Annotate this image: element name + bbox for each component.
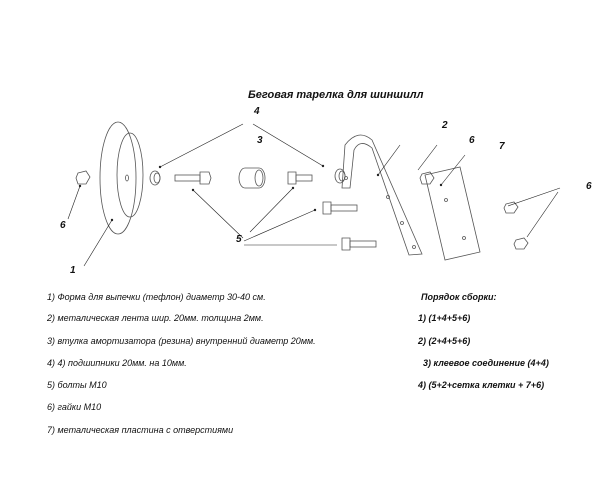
label-6-middle: 6	[469, 135, 475, 146]
diagram-title: Беговая тарелка для шиншилл	[248, 89, 424, 101]
bearing-2	[334, 168, 346, 184]
nut-left	[75, 170, 91, 185]
assembly-step: 2) (2+4+5+6)	[418, 336, 471, 346]
rubber-bushing	[238, 167, 266, 189]
label-4: 4	[254, 106, 260, 117]
nut-right-2	[513, 237, 529, 250]
part-item: 5) болты М10	[47, 380, 107, 390]
part-item: 6) гайки М10	[47, 402, 102, 412]
bolt-1	[174, 171, 212, 185]
part-item: 7) металическая пластина с отверстиями	[47, 425, 234, 435]
bolt-2	[287, 171, 313, 185]
label-2: 2	[442, 120, 448, 131]
metal-plate	[424, 166, 481, 261]
label-3: 3	[257, 135, 263, 146]
assembly-step: 4) (5+2+сетка клетки + 7+6)	[418, 380, 545, 390]
metal-strap	[341, 134, 423, 256]
part-item: 1) Форма для выпечки (тефлон) диаметр 30…	[47, 292, 266, 302]
label-5: 5	[236, 234, 242, 245]
nut-middle	[419, 171, 435, 185]
assembly-heading: Порядок сборки:	[421, 292, 497, 302]
nut-right-1	[503, 201, 519, 214]
part-item: 4) 4) подшипники 20мм. на 10мм.	[47, 358, 187, 368]
assembly-step: 1) (1+4+5+6)	[418, 313, 471, 323]
bearing-1	[149, 170, 161, 186]
leader-lines	[67, 123, 561, 267]
label-6-left: 6	[60, 220, 66, 231]
label-7: 7	[499, 141, 505, 152]
part-item: 3) втулка амортизатора (резина) внутренн…	[47, 336, 316, 346]
assembly-step: 3) клеевое соединение (4+4)	[423, 358, 549, 368]
bolt-4	[341, 237, 377, 251]
part-item: 2) металическая лента шир. 20мм. толщина…	[47, 313, 264, 323]
leader-dots	[78, 164, 443, 222]
label-1: 1	[70, 265, 76, 276]
bolt-3	[322, 201, 358, 215]
baking-pan-disk	[99, 121, 144, 235]
label-6-right: 6	[586, 181, 592, 192]
